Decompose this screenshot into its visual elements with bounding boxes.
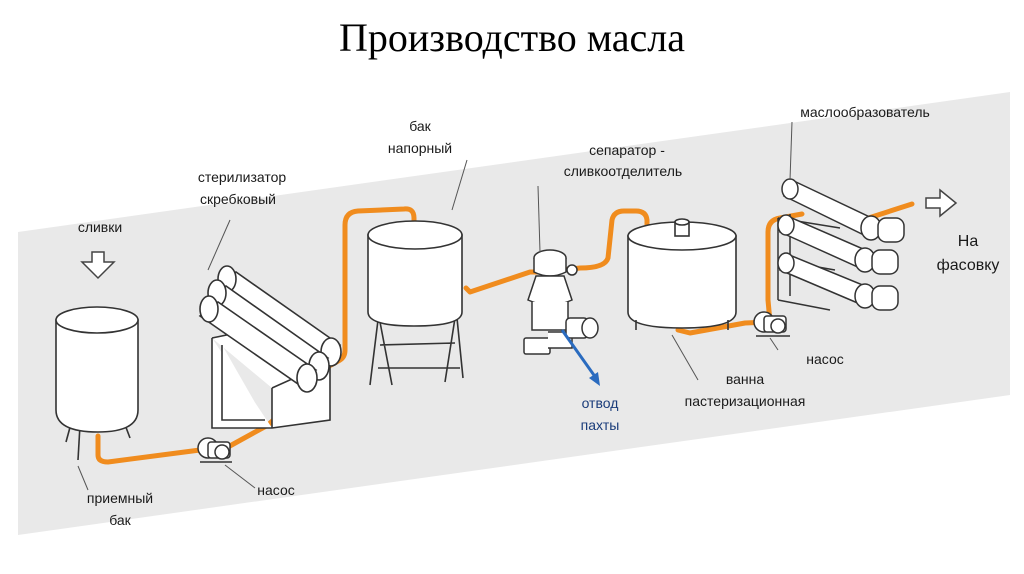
label-cream: сливки <box>78 219 122 235</box>
label-receiving-tank-line2: бак <box>109 512 131 528</box>
label-sterilizer-line1: стерилизатор <box>198 169 287 185</box>
receiving-tank <box>55 306 139 461</box>
leader-lines <box>77 121 793 491</box>
buttermilk-pipe <box>560 329 598 379</box>
label-pasteurization-line1: ванна <box>726 371 765 387</box>
label-buttermilk-line2: пахты <box>581 417 620 433</box>
label-pasteurization-line2: пастеризационная <box>685 393 806 409</box>
packaging-arrow-icon <box>925 188 958 218</box>
label-packaging-line1: На <box>958 233 979 250</box>
separator <box>523 249 599 355</box>
background-band <box>18 92 1010 535</box>
page-title: Производство масла <box>338 15 685 60</box>
label-sterilizer-line2: скребковый <box>200 191 276 207</box>
scraped-sterilizer <box>198 265 342 429</box>
sterilizer-cylinder-3 <box>198 295 318 393</box>
pressure-tank <box>367 220 464 386</box>
butter-maker-cylinder-1 <box>781 178 905 243</box>
label-pump-1: насос <box>257 482 294 498</box>
cream-arrow-icon <box>80 251 116 280</box>
label-pressure-tank-line1: бак <box>409 118 431 134</box>
label-receiving-tank-line1: приемный <box>87 490 153 506</box>
label-pressure-tank-line2: напорный <box>388 140 452 156</box>
label-pump-2: насос <box>806 351 843 367</box>
butter-maker-cylinder-2 <box>777 214 899 275</box>
pump-1-icon <box>197 437 232 463</box>
label-butter-maker: маслообразователь <box>800 104 930 120</box>
label-separator-line2: сливкоотделитель <box>564 163 682 179</box>
pasteurization-vat <box>627 218 737 330</box>
label-separator-line1: сепаратор - <box>589 142 665 158</box>
label-packaging-line2: фасовку <box>937 257 1000 274</box>
butter-maker <box>777 178 905 311</box>
buttermilk-arrow-icon <box>589 372 600 386</box>
process-pipe <box>95 201 915 465</box>
butter-maker-cylinder-3 <box>777 252 899 311</box>
pump-2-icon <box>753 311 790 337</box>
label-buttermilk-line1: отвод <box>582 395 619 411</box>
